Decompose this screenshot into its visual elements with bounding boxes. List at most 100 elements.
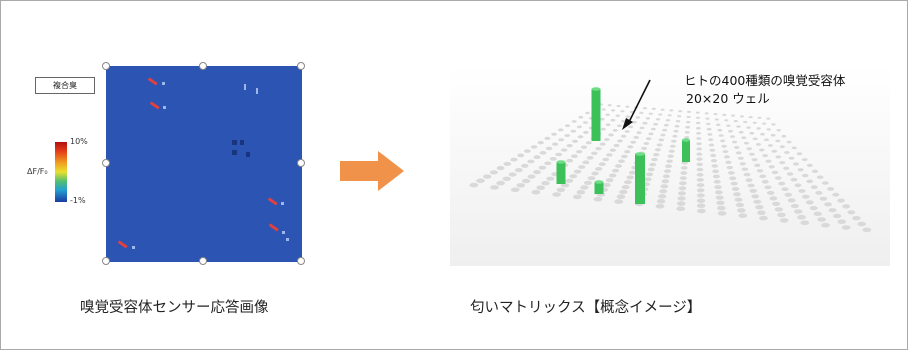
well: [775, 155, 782, 159]
well: [735, 151, 742, 155]
well: [739, 162, 746, 166]
well: [832, 213, 842, 219]
well: [741, 167, 749, 171]
resize-handle[interactable]: [297, 159, 305, 167]
well: [709, 148, 716, 152]
well: [759, 215, 768, 221]
well: [793, 162, 799, 166]
well: [786, 172, 794, 176]
well: [658, 113, 663, 116]
well: [753, 199, 762, 204]
well: [684, 131, 690, 134]
well: [580, 185, 589, 190]
well: [578, 115, 584, 119]
resize-handle[interactable]: [199, 257, 207, 265]
well: [715, 195, 724, 200]
well: [605, 113, 610, 116]
well: [636, 131, 642, 135]
well: [759, 148, 765, 152]
well: [560, 183, 570, 188]
well: [664, 169, 671, 174]
resize-handle[interactable]: [102, 257, 110, 265]
well: [731, 187, 740, 191]
well: [746, 147, 752, 151]
well: [600, 127, 606, 131]
well: [651, 107, 656, 110]
well: [764, 138, 769, 142]
well: [628, 170, 637, 175]
well: [696, 121, 701, 125]
response-bar-top: [556, 160, 566, 164]
well: [595, 147, 602, 151]
well: [696, 132, 702, 135]
well: [496, 166, 505, 171]
well: [624, 130, 630, 133]
well: [748, 116, 753, 119]
well: [743, 141, 750, 145]
resize-handle[interactable]: [297, 62, 305, 70]
well: [628, 125, 634, 129]
well: [625, 105, 630, 108]
well: [809, 206, 818, 211]
well: [767, 144, 773, 147]
well: [533, 155, 541, 159]
well: [779, 145, 785, 149]
well: [556, 187, 566, 193]
resize-handle[interactable]: [199, 62, 207, 70]
well: [583, 130, 589, 134]
well: [752, 121, 757, 124]
well: [733, 192, 741, 197]
well: [633, 135, 639, 139]
well: [862, 227, 872, 233]
well: [755, 143, 762, 146]
well: [565, 178, 574, 183]
well: [578, 165, 586, 169]
well: [643, 142, 650, 145]
well: [639, 111, 644, 114]
well: [533, 170, 541, 175]
well: [712, 169, 719, 174]
well: [714, 118, 719, 121]
well: [696, 147, 703, 151]
well: [642, 121, 648, 125]
well: [769, 196, 778, 201]
well: [517, 153, 525, 158]
odor-matrix-image: [450, 66, 890, 266]
well: [647, 167, 655, 172]
resize-handle[interactable]: [102, 62, 110, 70]
well: [714, 190, 723, 195]
well: [739, 115, 744, 118]
well: [566, 144, 573, 148]
well: [755, 205, 764, 210]
well: [549, 157, 557, 161]
well: [741, 136, 747, 139]
well: [733, 120, 738, 123]
well: [605, 178, 614, 183]
well: [696, 137, 702, 140]
well: [752, 137, 758, 141]
well: [626, 175, 634, 180]
well: [510, 187, 520, 193]
well: [716, 123, 721, 126]
resize-handle[interactable]: [297, 257, 305, 265]
well: [696, 183, 705, 188]
well: [631, 120, 637, 124]
resize-handle[interactable]: [102, 159, 110, 167]
well: [720, 139, 726, 143]
well: [585, 111, 590, 115]
well: [788, 156, 795, 160]
well: [745, 178, 753, 182]
well: [771, 123, 776, 126]
well: [614, 199, 624, 204]
well: [841, 225, 851, 230]
well: [760, 132, 765, 136]
well: [536, 185, 545, 190]
well: [798, 189, 806, 193]
well: [572, 139, 578, 143]
well: [658, 194, 667, 199]
well: [555, 152, 563, 157]
well: [510, 157, 518, 162]
sample-label-box: 複合臭: [35, 77, 95, 94]
well: [696, 162, 703, 167]
well: [730, 135, 735, 138]
